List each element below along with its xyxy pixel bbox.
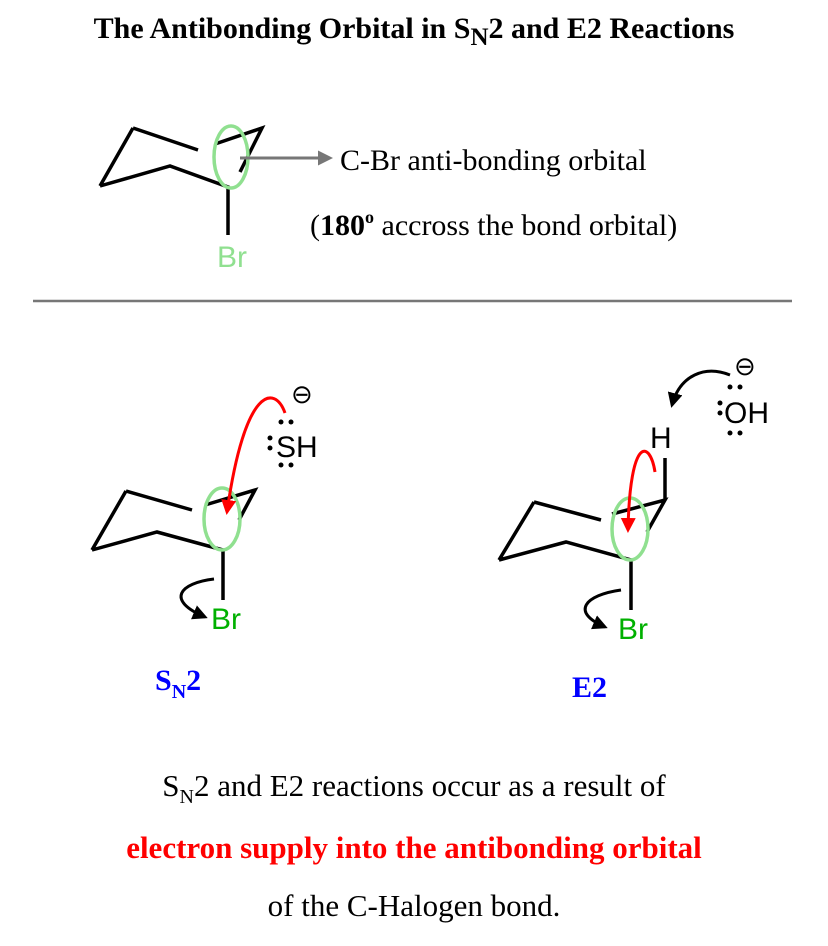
f1a: S xyxy=(162,768,180,803)
title-text: The Antibonding Orbital in S xyxy=(93,12,471,45)
footer-line3: of the C-Halogen bond. xyxy=(267,888,561,923)
f1c: 2 and E2 reactions occur as a result of xyxy=(193,768,666,803)
title-sub: N xyxy=(470,24,489,51)
orbital-label: C-Br anti-bonding orbital xyxy=(340,144,647,177)
sn2-nucleophile: SH xyxy=(276,431,318,464)
e2-chair xyxy=(497,458,669,610)
sn2-label: SN2 xyxy=(155,664,201,703)
footer-line1: SN2 and E2 reactions occur as a result o… xyxy=(0,768,828,809)
e2-base: OH xyxy=(724,397,769,430)
lone-pairs xyxy=(267,384,743,468)
sn2-charge: ⊖ xyxy=(291,379,313,409)
e2-red-arrow xyxy=(620,449,657,533)
top-chair xyxy=(98,124,266,235)
sn2-br-arrow xyxy=(179,577,215,620)
e2-h: H xyxy=(650,422,672,455)
sn2-chair xyxy=(90,487,259,600)
footer-line2: electron supply into the antibonding orb… xyxy=(126,830,702,865)
title-text-end: 2 and E2 Reactions xyxy=(488,12,735,45)
e2-charge: ⊖ xyxy=(734,351,756,381)
sn2-red-arrow xyxy=(221,396,287,515)
top-br: Br xyxy=(217,241,247,274)
f1b: N xyxy=(179,786,194,809)
sn2-br: Br xyxy=(211,603,241,636)
title: The Antibonding Orbital in SN2 and E2 Re… xyxy=(0,12,828,52)
e2-br: Br xyxy=(618,613,648,646)
e2-oh-arrow xyxy=(667,369,731,408)
sn2-orbital xyxy=(202,486,242,552)
orbital-angle-note: (180o accross the bond orbital) xyxy=(310,207,677,242)
e2-br-arrow xyxy=(583,588,622,630)
e2-label: E2 xyxy=(572,671,607,704)
